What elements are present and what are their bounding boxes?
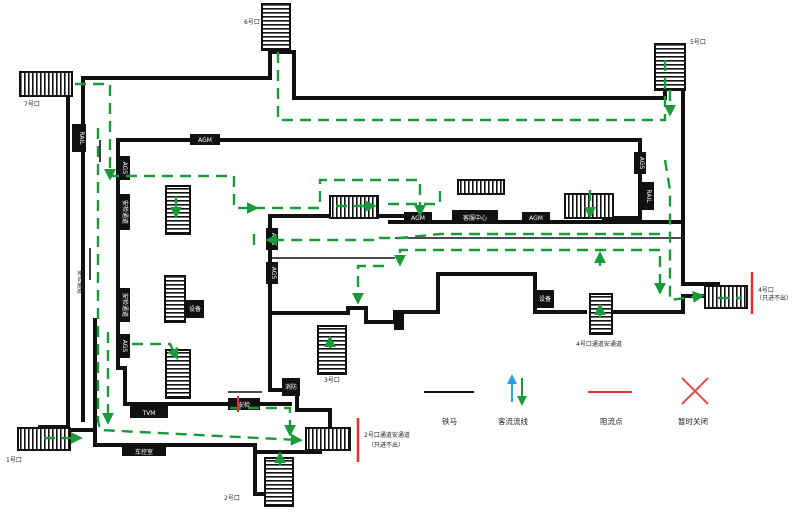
exit-3-label: 3号口 [324, 377, 340, 384]
passage-2-note: （只进不出） [368, 441, 404, 449]
stair-upper-left [165, 185, 191, 235]
small-box-label-2: 设备 [539, 295, 551, 303]
stair-6 [261, 3, 291, 51]
legend: 铁马 客流流线 阻流点 暂时关闭 [424, 374, 709, 426]
security-check-label: 安检 [238, 401, 250, 409]
fire-room-label: 消防 [285, 383, 297, 391]
security-label-upper: 安检通道 [121, 200, 129, 224]
passage-4-label: 4号口通道安通道 [576, 340, 622, 348]
rail-label-west: RAIL [78, 131, 85, 145]
exit-7-label: 7号口 [24, 101, 40, 108]
agm-label-top: AGM [198, 137, 212, 144]
control-room-label: 车控室 [135, 448, 153, 456]
equipment: RAIL AGM AGS 安检通道 安检通道 AGS AGS AGS AGM 客… [72, 124, 654, 456]
agm-label-right: AGM [529, 215, 543, 222]
stair-small [457, 179, 505, 195]
ags-label-2: AGS [121, 340, 128, 353]
security-label-lower: 安检通道 [121, 293, 129, 317]
stair-5 [654, 43, 686, 91]
stair-7 [19, 71, 73, 97]
stair-3 [317, 325, 347, 375]
exit-2-label: 2号口 [224, 495, 240, 502]
security-channel-label-west: 安检通道 [76, 270, 84, 294]
exit-labels: 6号口 5号口 7号口 4号口 （只进不出） 3号口 1号口 2号口 2号口通道… [6, 19, 792, 502]
exit-4-label: 4号口 [758, 287, 774, 294]
closed-icon [681, 377, 709, 405]
legend-flow-label: 客流流线 [498, 416, 528, 426]
exit-6-label: 6号口 [244, 19, 260, 26]
small-box-label-1: 设备 [189, 305, 201, 313]
legend-closed-label: 暂时关闭 [678, 416, 708, 426]
station-walls [38, 50, 720, 496]
legend-block-label: 阻流点 [600, 416, 623, 426]
stair-lower-left [165, 349, 191, 399]
exit-4-note: （只进不出） [756, 294, 792, 302]
passenger-flow [44, 52, 742, 466]
tvm-label: TVM [142, 410, 156, 417]
ags-label-1: AGS [121, 162, 128, 175]
exit-5-label: 5号口 [690, 39, 706, 46]
ags-label-5: AGS [638, 157, 645, 170]
agm-label-mid: AGM [411, 215, 425, 222]
stair-2-passage [305, 427, 351, 451]
legend-barrier-label: 铁马 [442, 416, 457, 426]
stair-mid-left [164, 275, 186, 323]
block-points [237, 272, 754, 462]
rail-label-east: RAIL [645, 189, 652, 203]
ags-label-4: AGS [270, 267, 277, 280]
service-center-label: 客服中心 [463, 214, 487, 222]
exit-1-label: 1号口 [6, 457, 22, 464]
passage-2-label: 2号口通道安通道 [364, 431, 410, 439]
